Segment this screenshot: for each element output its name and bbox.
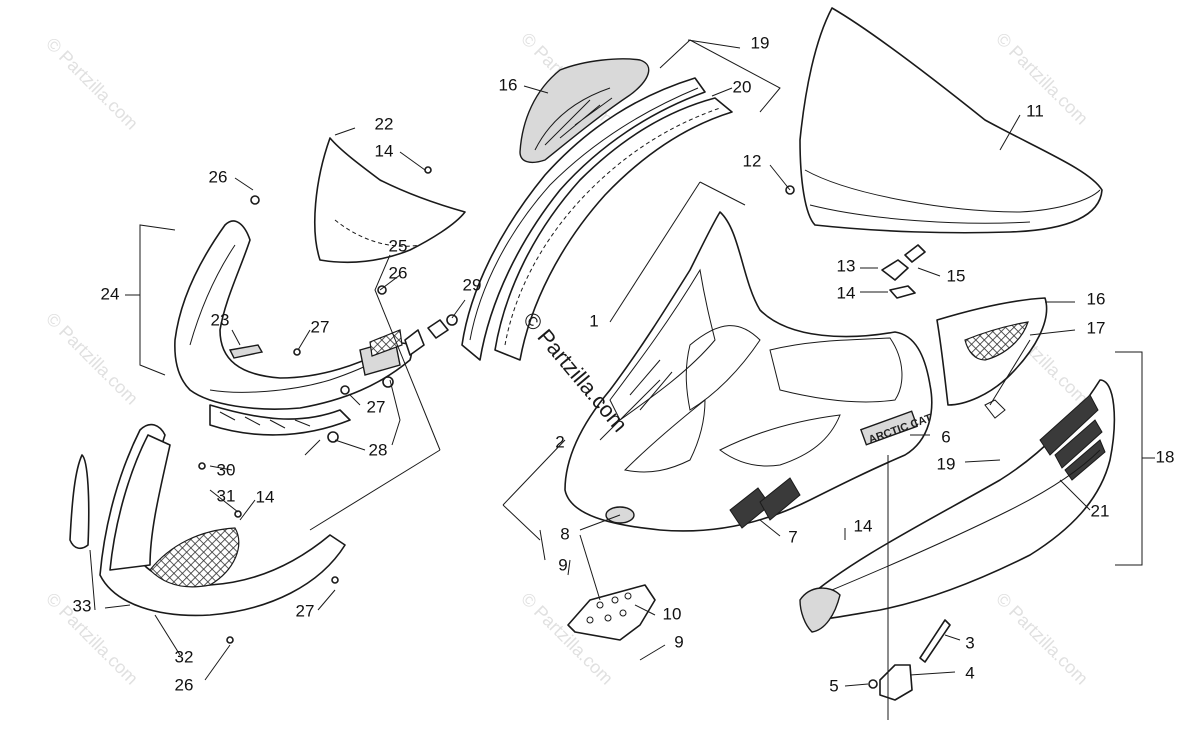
callout-26: 26 xyxy=(209,167,228,186)
callouts: 1 2 3 4 5 6 7 8 9 9 10 11 12 13 14 14 14… xyxy=(73,33,1175,695)
lower-frame xyxy=(209,404,351,436)
callout-18: 18 xyxy=(1156,447,1175,466)
watermark: © Partzilla.com xyxy=(42,589,142,689)
side-rail-top xyxy=(461,77,733,361)
callout-15: 15 xyxy=(947,266,966,285)
callout-30: 30 xyxy=(217,460,236,479)
center-watermark: © Partzilla.com xyxy=(518,307,632,437)
callout-19: 19 xyxy=(937,454,956,473)
callout-20: 20 xyxy=(733,77,752,96)
vent-cover-top xyxy=(519,58,650,164)
callout-2: 2 xyxy=(555,432,564,451)
callout-33: 33 xyxy=(73,596,92,615)
callout-14: 14 xyxy=(837,283,856,302)
callout-27: 27 xyxy=(311,317,330,336)
callout-3: 3 xyxy=(965,633,974,652)
callout-27: 27 xyxy=(296,601,315,620)
callout-16: 16 xyxy=(1087,289,1106,308)
watermark: © Partzilla.com xyxy=(992,589,1092,689)
callout-8: 8 xyxy=(560,524,569,543)
callout-14: 14 xyxy=(256,487,275,506)
callout-21: 21 xyxy=(1091,501,1110,520)
callout-26: 26 xyxy=(389,263,408,282)
callout-14: 14 xyxy=(375,141,394,160)
callout-9: 9 xyxy=(674,632,683,651)
callout-7: 7 xyxy=(788,527,797,546)
vent-insert-right xyxy=(936,297,1048,406)
callout-5: 5 xyxy=(829,676,838,695)
callout-4: 4 xyxy=(965,663,974,682)
callout-11: 11 xyxy=(1026,101,1044,120)
callout-16: 16 xyxy=(499,75,518,94)
callout-14: 14 xyxy=(854,516,873,535)
hood-bracket xyxy=(567,584,656,641)
callout-13: 13 xyxy=(837,256,856,275)
callout-31: 31 xyxy=(217,486,236,505)
callout-29: 29 xyxy=(463,275,482,294)
windshield xyxy=(799,7,1103,234)
side-panel-right xyxy=(799,379,1116,633)
leader-lines xyxy=(89,39,1155,720)
callout-26: 26 xyxy=(175,675,194,694)
callout-6: 6 xyxy=(941,427,950,446)
hood: ARCTIC CAT xyxy=(564,211,934,532)
nose-bumper xyxy=(174,220,413,410)
callout-10: 10 xyxy=(663,604,682,623)
callout-32: 32 xyxy=(175,647,194,666)
callout-9: 9 xyxy=(558,555,567,574)
callout-27: 27 xyxy=(367,397,386,416)
watermark: © Partzilla.com xyxy=(42,309,142,409)
callout-1: 1 xyxy=(589,311,598,330)
callout-22: 22 xyxy=(375,114,394,133)
callout-28: 28 xyxy=(369,440,388,459)
callout-23: 23 xyxy=(211,310,230,329)
fasteners-left xyxy=(198,166,458,644)
callout-12: 12 xyxy=(743,151,762,170)
callout-19: 19 xyxy=(751,33,770,52)
callout-17: 17 xyxy=(1087,318,1106,337)
callout-24: 24 xyxy=(101,284,120,303)
callout-25: 25 xyxy=(389,236,408,255)
lower-nose xyxy=(69,423,346,617)
watermark: © Partzilla.com xyxy=(42,34,142,134)
nose-upper-panel xyxy=(314,137,466,264)
